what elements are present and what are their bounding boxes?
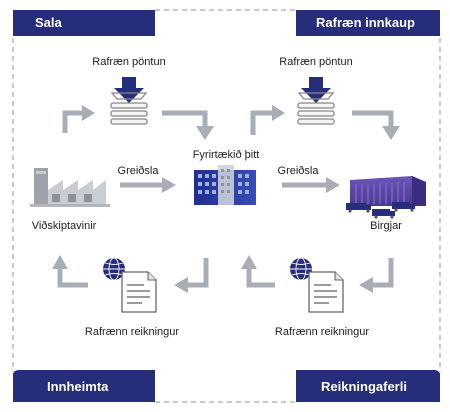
truck-icon xyxy=(392,202,415,212)
corner-label-innheimta: Innheimta xyxy=(13,373,155,402)
invoice-globe-icon-right xyxy=(290,257,344,313)
arrowhead-payment-right xyxy=(326,177,340,193)
truck-icon xyxy=(346,203,371,213)
office-building-icon xyxy=(194,165,256,205)
return-arrow-left-down xyxy=(187,258,209,288)
return-arrow-right-up xyxy=(246,268,275,288)
arrowhead-return-left-up xyxy=(52,255,68,269)
flow-arrow-up-right xyxy=(250,110,272,135)
flow-arrow-up-left xyxy=(62,110,82,133)
label-payment-right: Greiðsla xyxy=(277,165,319,177)
arrowhead-up-right xyxy=(272,105,285,121)
return-arrow-right-down xyxy=(372,258,394,288)
arrowhead-return-right-down xyxy=(359,277,373,293)
invoice-globe-icon-left xyxy=(103,257,157,313)
label-suppliers: Birgjar xyxy=(370,220,402,232)
corner-label-reikningaferli: Reikningaferli xyxy=(296,373,440,402)
corner-label-sala: Sala xyxy=(13,10,155,36)
flow-arrow-down-left xyxy=(162,110,208,127)
label-order-left: Rafræn pöntun xyxy=(92,56,166,68)
label-payment-left: Greiðsla xyxy=(117,165,159,177)
corner-label-rafraen-innkaup: Rafræn innkaup xyxy=(296,10,440,36)
arrowhead-payment-left xyxy=(162,177,176,193)
label-customers: Viðskiptavinir xyxy=(31,220,97,232)
dashed-frame xyxy=(12,9,441,403)
label-invoice-right: Rafrænn reikningur xyxy=(274,326,370,338)
arrowhead-return-right-up xyxy=(241,255,257,269)
order-inbox-icon-left xyxy=(110,77,148,125)
label-company: Fyrirtækið þitt xyxy=(192,149,260,161)
truck-icon xyxy=(372,209,395,219)
arrowhead-up-left xyxy=(82,105,95,121)
warehouse-trucks-icon xyxy=(346,176,426,219)
label-invoice-left: Rafrænn reikningur xyxy=(84,326,180,338)
flow-arrow-down-right xyxy=(352,110,394,127)
arrowhead-down-right xyxy=(382,126,400,140)
label-order-right: Rafræn pöntun xyxy=(279,56,353,68)
return-arrow-left-up xyxy=(57,268,88,288)
order-inbox-icon-right xyxy=(297,77,335,125)
factory-icon xyxy=(30,168,110,207)
arrowhead-down-left xyxy=(196,126,214,140)
arrowhead-return-left-down xyxy=(174,277,188,293)
